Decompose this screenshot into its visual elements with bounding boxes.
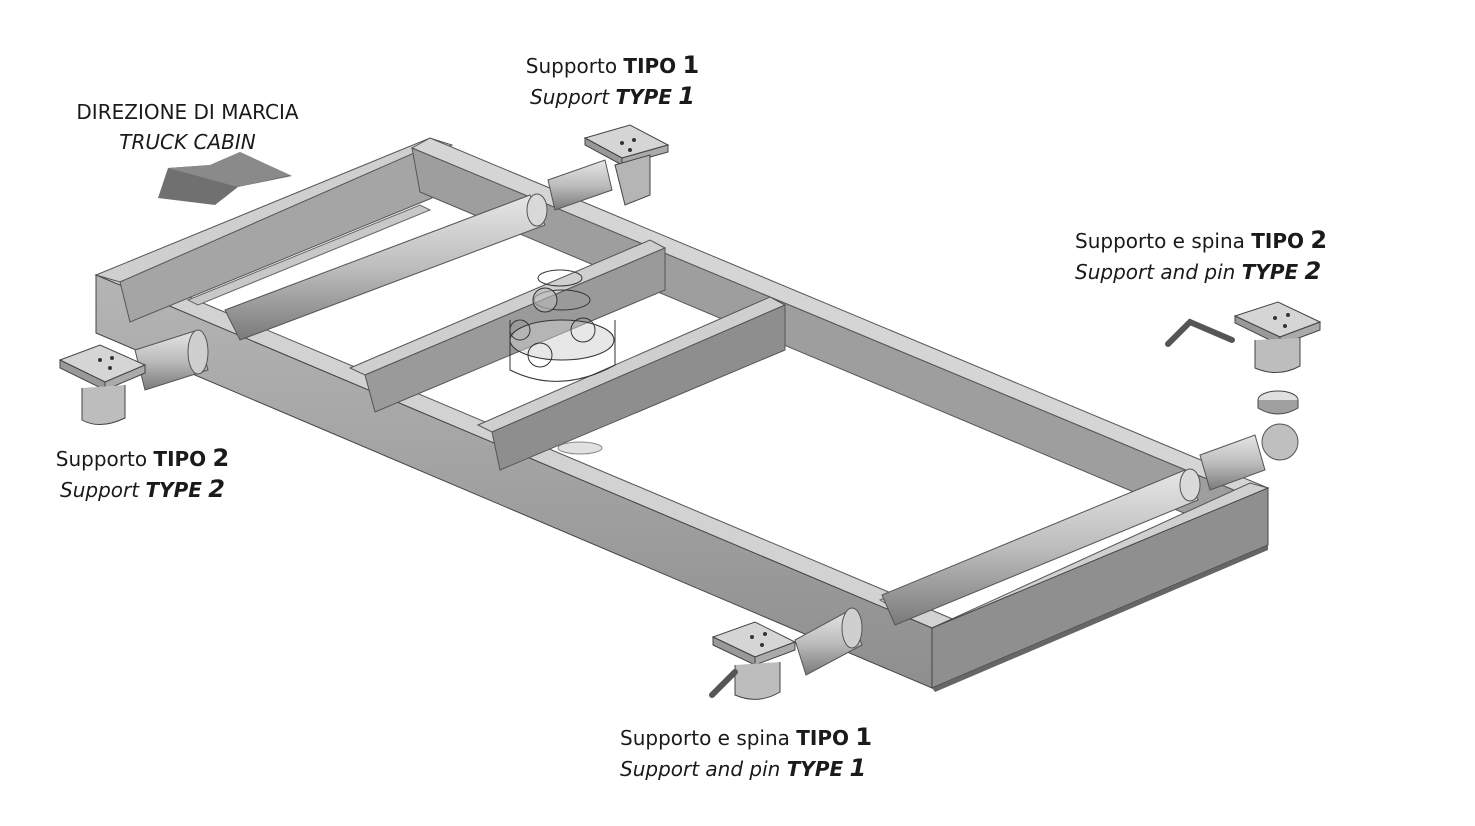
direction-label: DIREZIONE DI MARCIA TRUCK CABIN [70, 97, 305, 157]
label-italian-number: 2 [212, 444, 230, 472]
support-plate-top [583, 124, 670, 206]
label-italian-prefix: Supporto e spina [1075, 229, 1245, 253]
label-english-type: TYPE [615, 85, 672, 109]
label-italian-type: TIPO [1251, 229, 1305, 253]
support-plate-left [58, 344, 147, 425]
label-italian-number: 1 [855, 723, 873, 751]
label-italian-type: TIPO [623, 54, 677, 78]
label-english-prefix: Support [60, 478, 140, 502]
support-plate-right [1233, 301, 1322, 373]
label-bottom-support-pin: Supporto e spina TIPO 1 Support and pin … [620, 722, 872, 784]
frame-front-rail [930, 482, 1270, 692]
direction-label-english: TRUCK CABIN [119, 130, 256, 154]
label-english-prefix: Support and pin [1075, 260, 1236, 284]
label-italian-prefix: Supporto e spina [620, 726, 790, 750]
label-top-support: Supporto TIPO 1 Support TYPE 1 [505, 50, 720, 112]
label-italian-prefix: Supporto [525, 54, 618, 78]
label-english-number: 2 [1304, 257, 1322, 285]
label-italian-type: TIPO [796, 726, 850, 750]
pin-bottom [709, 669, 738, 698]
axle-stub-bottom [794, 607, 863, 676]
support-plate-bottom [711, 621, 797, 700]
label-english-type: TYPE [145, 478, 202, 502]
label-english-type: TYPE [1241, 260, 1299, 284]
label-english-number: 1 [849, 754, 867, 782]
direction-arrow [158, 152, 292, 205]
axle-stub-top [547, 159, 613, 211]
center-coupling [509, 269, 616, 455]
label-english-number: 2 [208, 475, 225, 503]
direction-label-italian: DIREZIONE DI MARCIA [76, 100, 299, 124]
label-right-support-pin: Supporto e spina TIPO 2 Support and pin … [1075, 225, 1327, 287]
label-left-support: Supporto TIPO 2 Support TYPE 2 [35, 443, 250, 505]
axle-stub-left [134, 329, 209, 391]
label-english-prefix: Support and pin [620, 757, 781, 781]
label-italian-type: TIPO [153, 447, 207, 471]
pin-right [1165, 318, 1299, 415]
frame-back-rail [94, 137, 454, 323]
label-italian-prefix: Supporto [55, 447, 148, 471]
axle-stub-right [1199, 423, 1299, 491]
tube-front [881, 468, 1201, 626]
tube-rear [224, 193, 548, 341]
label-english-number: 1 [678, 82, 695, 110]
label-english-type: TYPE [786, 757, 844, 781]
label-english-prefix: Support [530, 85, 610, 109]
label-italian-number: 1 [682, 51, 700, 79]
label-italian-number: 2 [1310, 226, 1328, 254]
